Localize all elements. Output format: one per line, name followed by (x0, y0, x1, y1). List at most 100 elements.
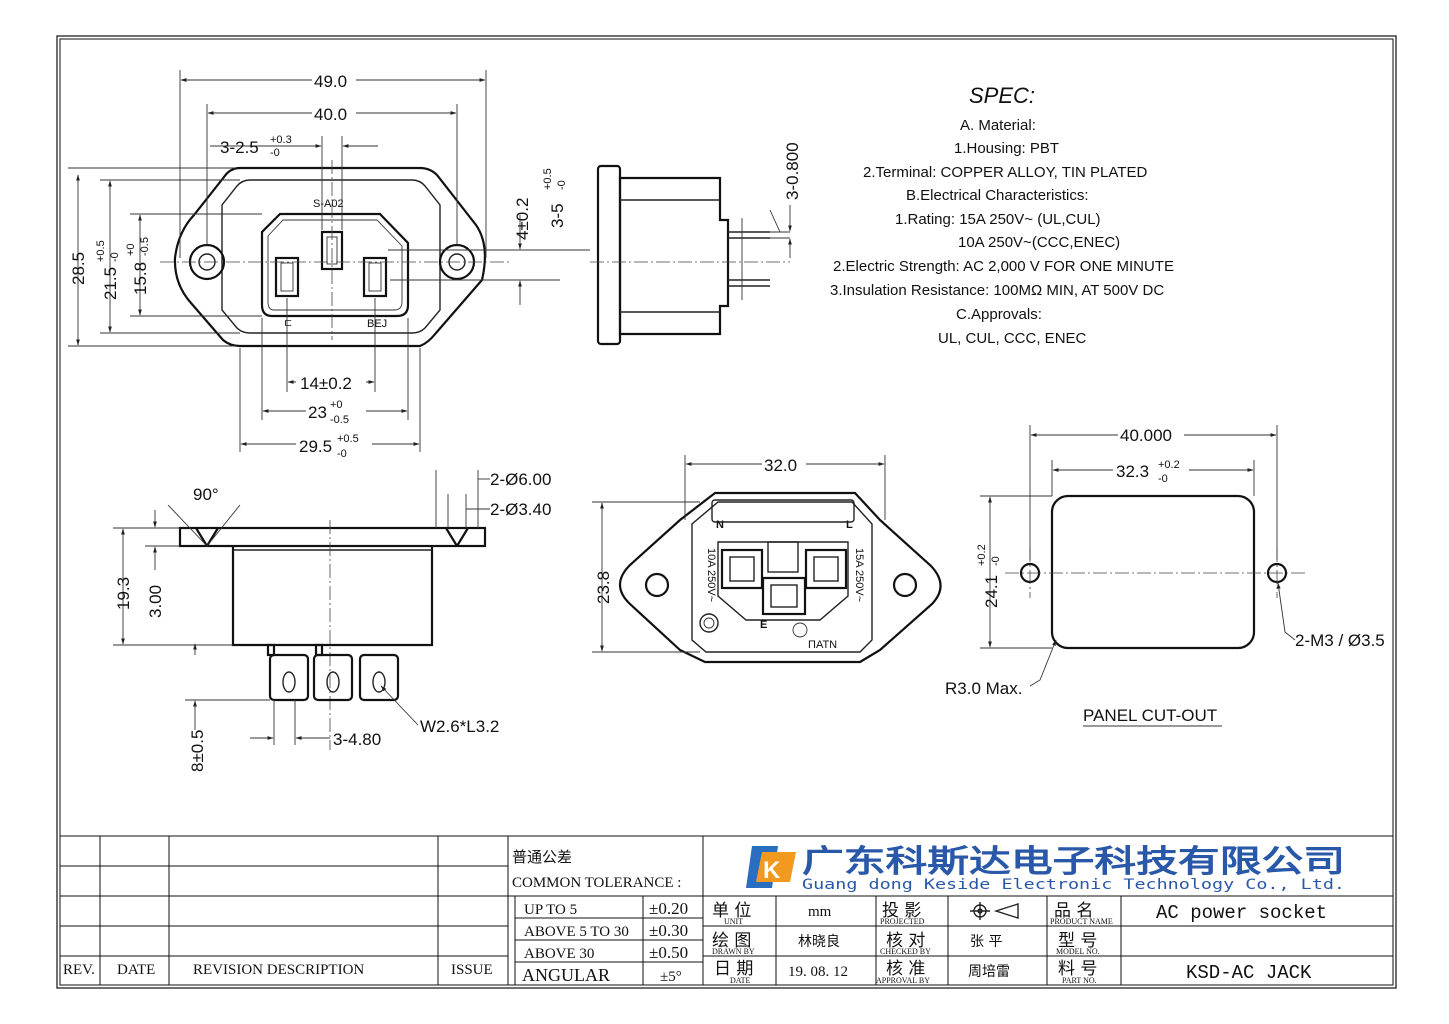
projection-symbol-icon (970, 902, 1019, 920)
spec-line: C.Approvals: (956, 306, 1042, 323)
mark-left: ㄷ (283, 318, 293, 330)
dim-pin-spec: W2.6*L3.2 (420, 717, 499, 736)
svg-text:DATE: DATE (730, 976, 751, 985)
dim-23: 23 (308, 403, 327, 422)
svg-text:+0.2: +0.2 (1158, 459, 1180, 471)
side-body (618, 176, 730, 336)
dim-slot: 3-2.5 (220, 138, 259, 157)
mark-right: BEJ (367, 318, 387, 330)
product-name: AC power socket (1156, 902, 1327, 924)
rear-hole-left (644, 572, 670, 598)
svg-text:MODEL NO.: MODEL NO. (1056, 947, 1100, 956)
svg-text:+0.5: +0.5 (542, 168, 554, 190)
svg-text:UNIT: UNIT (724, 917, 743, 926)
dim-14: 14±0.2 (300, 374, 352, 393)
spec-line: 2.Terminal: COPPER ALLOY, TIN PLATED (863, 164, 1147, 181)
unit-label: 单 位 (712, 901, 751, 921)
cutout-caption: PANEL CUT-OUT (1083, 706, 1217, 725)
tol-range: UP TO 5 (524, 902, 577, 918)
svg-text:-0: -0 (556, 180, 568, 190)
svg-text:-0: -0 (990, 556, 1002, 566)
sheet-border-inner (59, 38, 1394, 986)
profile-pin-3 (358, 653, 400, 702)
tol-title-en: COMMON TOLERANCE : (512, 875, 681, 891)
spec-line: 1.Rating: 15A 250V~ (UL,CUL) (895, 211, 1101, 228)
rear-rating-left: 10A 250V~ (705, 548, 717, 602)
dim-pitch: 3-4.80 (333, 730, 381, 749)
bottom-side-view: 90° 2-Ø6.00 2-Ø3.40 19.3 3.00 8±0.5 3-4.… (113, 470, 551, 772)
dim-28-5: 28.5 (69, 252, 88, 285)
profile-pin-1 (268, 653, 310, 702)
profile-body (231, 546, 434, 647)
appr-value: 周培雷 (968, 964, 1010, 980)
tol-title-cn: 普通公差 (512, 848, 572, 866)
tol-value: ±5° (660, 969, 682, 985)
dim-cut-w: 32.3 (1116, 462, 1149, 481)
side-view: 3-0.800 3-5 +0.5 -0 (520, 142, 802, 346)
sheet-border-outer (56, 35, 1397, 989)
dim-cut-h: 24.1 (982, 575, 1001, 608)
dim-flange: 3-5 (548, 203, 567, 228)
dim-15-8: 15.8 (131, 262, 150, 295)
drawn-value: 林晓良 (798, 934, 840, 950)
svg-text:+0.3: +0.3 (270, 134, 292, 146)
spec-line: B.Electrical Characteristics: (906, 187, 1089, 204)
svg-text:-0: -0 (1158, 473, 1168, 485)
tol-range: ANGULAR (522, 965, 610, 985)
rear-mark-n: N (716, 519, 724, 531)
rear-rating-right: 15A 250V~ (853, 548, 865, 602)
title-block: REV. DATE REVISION DESCRIPTION ISSUE 普通公… (60, 835, 1393, 985)
pin-live (362, 256, 388, 298)
svg-text:DRAWN BY: DRAWN BY (712, 947, 755, 956)
spec-line: 10A 250V~(CCC,ENEC) (958, 234, 1120, 251)
svg-text:+0.2: +0.2 (976, 544, 988, 566)
dim-cut-radius: R3.0 Max. (945, 679, 1022, 698)
socket-body (260, 212, 410, 318)
tol-value: ±0.30 (649, 921, 688, 940)
svg-text:PART NO.: PART NO. (1062, 976, 1097, 985)
dim-19-3: 19.3 (114, 577, 133, 610)
date-value: 19. 08. 12 (788, 964, 848, 980)
svg-text:-0: -0 (270, 147, 280, 159)
svg-text:PROJECTED: PROJECTED (880, 917, 925, 926)
panel-cutout: 40.000 32.3 +0.2 -0 24.1 +0.2 -0 2-M3 / … (945, 424, 1385, 727)
dim-cut-pitch: 40.000 (1120, 426, 1172, 445)
socket-body-inner (267, 219, 403, 311)
svg-text:+0.5: +0.5 (95, 240, 107, 262)
dim-rear-w: 32.0 (764, 456, 797, 475)
proj-label: 投 影 (882, 901, 921, 921)
dim-cut-hole: 2-M3 / Ø3.5 (1295, 631, 1385, 650)
pname-label: 品 名 (1054, 901, 1093, 921)
spec-line: 2.Electric Strength: AC 2,000 V FOR ONE … (833, 258, 1174, 275)
dim-3: 3.00 (146, 585, 165, 618)
svg-text:-0.5: -0.5 (330, 414, 349, 426)
model-label: 型 号 (1058, 931, 1097, 951)
tol-value: ±0.50 (649, 943, 688, 962)
dim-29-5: 29.5 (299, 437, 332, 456)
unit-value: mm (808, 904, 832, 920)
rev-header-issue: ISSUE (451, 962, 493, 978)
dim-4: 4±0.2 (513, 198, 532, 240)
dim-8: 8±0.5 (188, 730, 207, 772)
rev-header-desc: REVISION DESCRIPTION (193, 962, 364, 978)
svg-text:PRODUCT NAME: PRODUCT NAME (1050, 917, 1113, 926)
dim-hole-inner: 2-Ø3.40 (490, 500, 551, 519)
profile-flange (178, 526, 487, 548)
rear-term-e (761, 576, 807, 616)
spec-line: UL, CUL, CCC, ENEC (938, 330, 1087, 347)
dim-hole-outer: 2-Ø6.00 (490, 470, 551, 489)
rev-header-rev: REV. (63, 962, 95, 978)
profile-pin-2 (312, 653, 354, 702)
flange-inner (221, 179, 441, 334)
rear-mark-l: L (846, 519, 853, 531)
rear-view: N L 10A 250V~ 15A 250V~ E ΠΑΤΝ 32.0 23.8 (592, 454, 942, 664)
spec-line: 1.Housing: PBT (954, 140, 1059, 157)
svg-text:-0.5: -0.5 (139, 237, 151, 256)
dim-rear-h: 23.8 (594, 571, 613, 604)
part-number: KSD-AC JACK (1186, 962, 1312, 984)
spec-line: A. Material: (960, 117, 1036, 134)
svg-text:+0: +0 (330, 399, 343, 411)
mark-top: S-A02 (313, 198, 344, 210)
spec-line: 3.Insulation Resistance: 100MΩ MIN, AT 5… (830, 282, 1164, 299)
